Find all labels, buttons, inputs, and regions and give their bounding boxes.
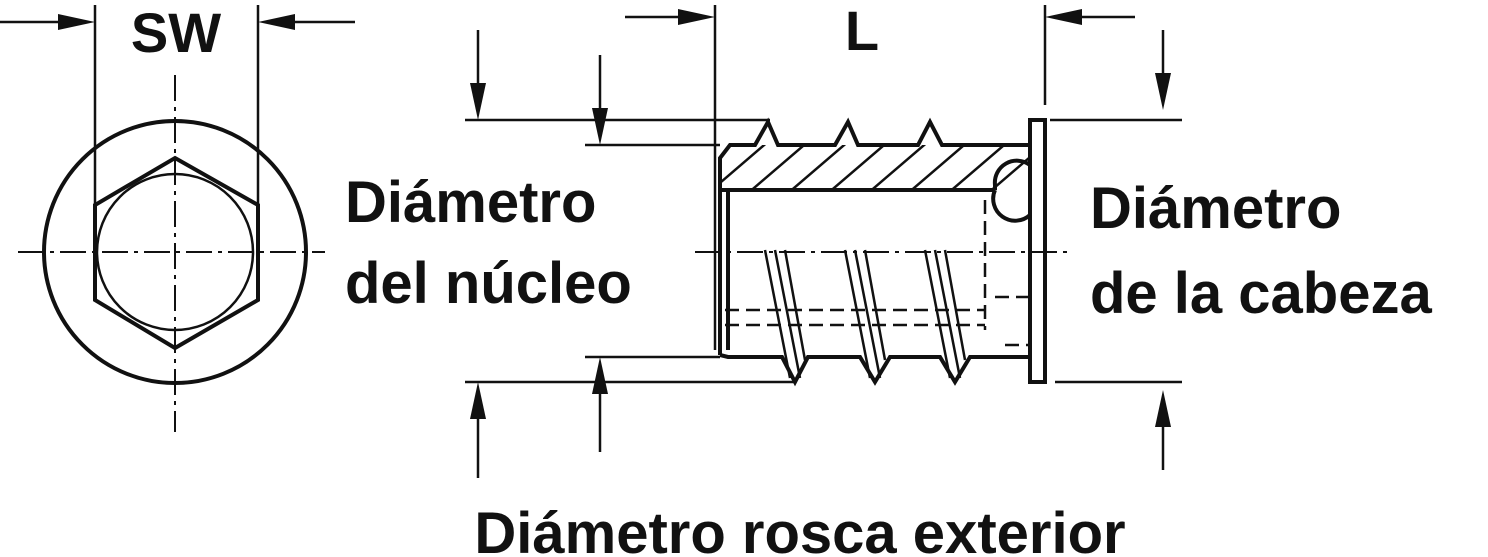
head-arrow-bottom (1155, 390, 1171, 427)
length-arrow-left (678, 9, 715, 25)
body-top-profile (718, 117, 1030, 355)
left-dimensions (465, 30, 795, 478)
outer-thread-arrow-top (470, 83, 486, 120)
head-arrow-top (1155, 73, 1171, 110)
core-diameter-label-2: del núcleo (345, 251, 632, 316)
external-threads (763, 249, 967, 379)
section-hatching (720, 145, 1030, 190)
sw-arrow-left (58, 14, 95, 30)
head-diameter-label-2: de la cabeza (1090, 261, 1432, 326)
length-dimension: L (625, 0, 1135, 350)
sw-label: SW (131, 1, 221, 64)
sw-arrow-right (258, 14, 295, 30)
head-recess (991, 158, 1032, 223)
core-diameter-label-1: Diámetro (345, 170, 596, 235)
outer-thread-diameter-label: Diámetro rosca exterior (474, 501, 1125, 557)
length-label: L (845, 0, 879, 62)
end-view: SW (0, 1, 355, 432)
right-dimensions (1050, 30, 1182, 470)
insert-side-view (695, 117, 1070, 387)
body-bottom-profile (719, 353, 1030, 387)
core-arrow-top (592, 108, 608, 145)
outer-thread-arrow-bottom (470, 382, 486, 419)
core-arrow-bottom (592, 357, 608, 394)
head-diameter-label-1: Diámetro (1090, 176, 1341, 241)
length-arrow-right (1045, 9, 1082, 25)
